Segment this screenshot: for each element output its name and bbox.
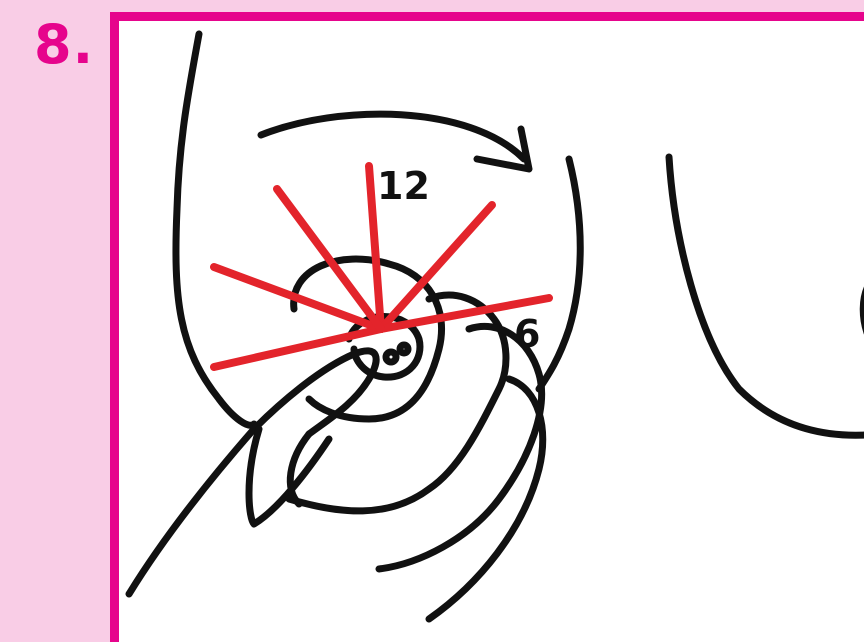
label-12: 12 <box>377 164 430 208</box>
breast-massage-illustration: 12 6 <box>119 21 864 642</box>
hand-finger-2 <box>379 326 542 569</box>
clockwise-arrow <box>261 114 524 159</box>
illustration-frame: 12 6 <box>110 12 864 642</box>
breast-outline-right-side <box>539 159 580 389</box>
second-breast-outline <box>669 157 864 435</box>
step-number: 8. <box>34 18 94 72</box>
label-6: 6 <box>514 312 540 356</box>
